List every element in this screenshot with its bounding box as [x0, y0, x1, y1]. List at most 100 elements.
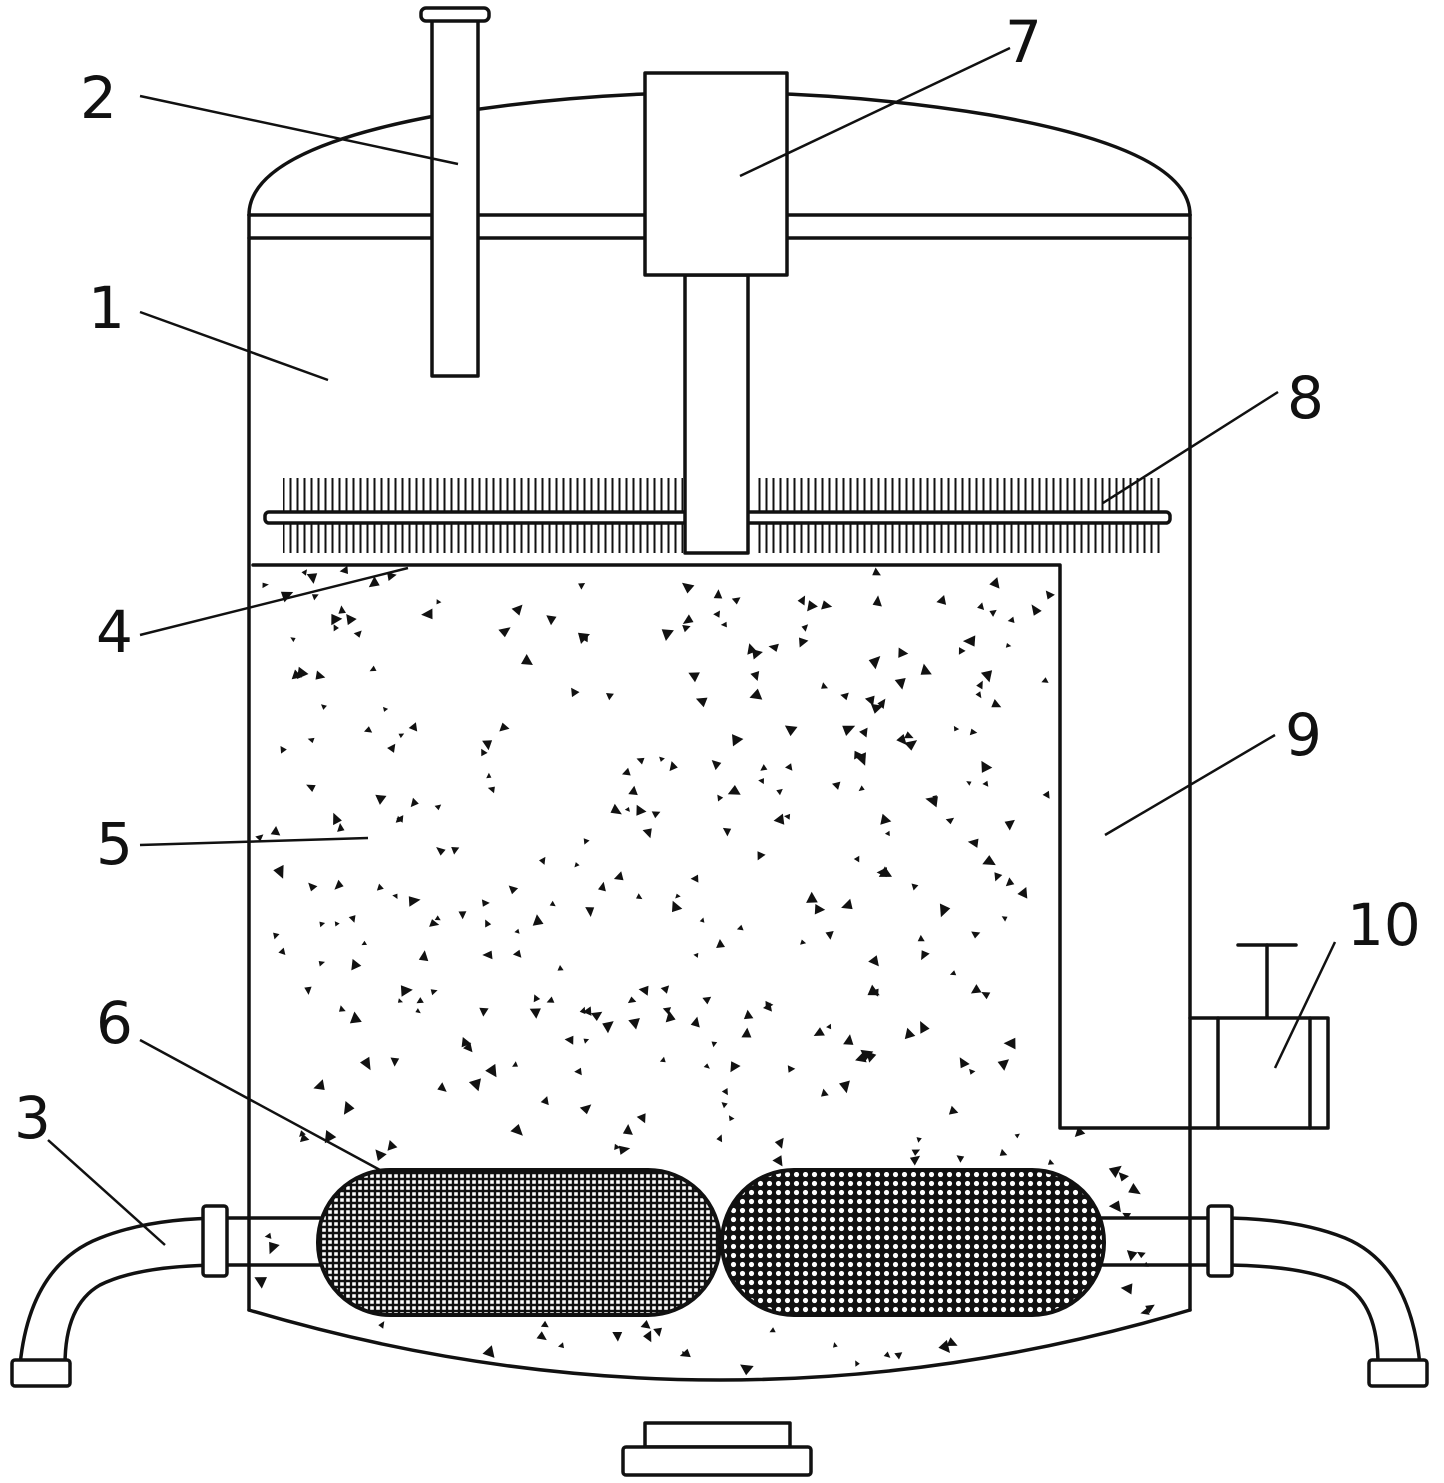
filler-particle: [636, 1113, 646, 1124]
filler-particle: [967, 838, 979, 848]
filler-particle: [338, 605, 346, 614]
filler-particle: [962, 635, 976, 647]
filler-particle: [436, 599, 442, 605]
filler-particle: [727, 785, 741, 795]
filler-particle: [571, 687, 580, 698]
filler-particle: [877, 698, 886, 709]
filler-particle: [564, 1035, 574, 1045]
filler-particle: [716, 939, 725, 948]
filler-particle: [672, 900, 683, 913]
filler-particle: [311, 594, 319, 601]
filler-particle: [1045, 590, 1055, 600]
filler-particle: [682, 614, 694, 624]
filler-particle: [278, 947, 286, 955]
filler-particle: [956, 1155, 965, 1163]
filler-particle: [896, 734, 907, 745]
filler-particle: [1145, 1304, 1155, 1314]
filler-particle: [482, 740, 493, 751]
filler-particle: [585, 907, 595, 917]
filler-particle: [659, 1056, 666, 1063]
filler-particle: [688, 672, 700, 683]
filler-particle: [270, 826, 281, 836]
filler-particle: [486, 772, 492, 779]
filler-particle: [416, 997, 424, 1004]
label-9: 9: [1285, 701, 1322, 769]
filler-particle: [821, 682, 828, 689]
filler-particle: [665, 1010, 676, 1023]
filler-particle: [628, 785, 638, 796]
filler-particle: [642, 828, 652, 839]
filler-particle: [1031, 604, 1042, 616]
filler-particle: [255, 834, 264, 842]
filler-particle: [337, 823, 345, 832]
filler-particle: [390, 1057, 400, 1067]
filler-particle: [833, 1342, 838, 1348]
label-8: 8: [1287, 364, 1324, 432]
filler-particle: [408, 896, 421, 907]
filler-particle: [529, 1008, 541, 1019]
filler-particle: [598, 881, 606, 892]
filler-particle: [911, 883, 919, 891]
filler-particle: [991, 699, 1002, 708]
filler-particle: [982, 780, 989, 787]
filler-particle: [348, 915, 356, 923]
filler-particle: [884, 830, 890, 837]
filler-particle: [343, 1101, 355, 1115]
filler-particle: [878, 866, 892, 877]
filler-particle: [1017, 887, 1028, 899]
filler-particle: [826, 1023, 832, 1030]
filler-particle: [695, 697, 708, 708]
filler-particle: [510, 1124, 523, 1136]
filler-particle: [843, 1034, 854, 1045]
filler-particle: [392, 893, 398, 899]
filler-particle: [768, 643, 779, 652]
filler-particle: [539, 856, 546, 865]
filler-particle: [721, 1102, 728, 1109]
filler-particle: [722, 827, 732, 837]
filler-particle: [602, 1021, 614, 1034]
filler-particle: [716, 1134, 723, 1143]
filler-particle: [383, 706, 389, 712]
filler-particle: [485, 1063, 497, 1078]
filler-particle: [916, 1137, 922, 1143]
filler-particle: [894, 1352, 903, 1360]
filler-particle: [982, 855, 996, 866]
label-7: 7: [1005, 8, 1042, 76]
filler-particle: [659, 756, 665, 762]
filler-particle: [975, 691, 982, 699]
filler-particle: [606, 693, 614, 701]
filler-particle: [638, 985, 649, 996]
filler-particle: [661, 629, 674, 641]
filler-particle: [945, 817, 955, 825]
filler-particle: [799, 637, 809, 648]
filler-particle: [540, 1096, 549, 1106]
filler-particle: [583, 838, 590, 845]
filler-particle: [536, 1331, 547, 1341]
filler-particle: [932, 795, 937, 801]
filler-particle: [825, 931, 834, 940]
filler-particle: [909, 1155, 921, 1166]
filler-particle: [839, 1080, 850, 1094]
filler-particle: [880, 813, 892, 825]
filler-particle: [1005, 877, 1015, 887]
filler-particle: [558, 1342, 564, 1349]
filler-particle: [574, 1067, 582, 1076]
filler-particle: [736, 924, 744, 931]
filler-particle: [306, 573, 318, 584]
filler-particle: [280, 746, 287, 754]
filler-particle: [690, 874, 699, 883]
filler-particle: [747, 643, 757, 655]
filler-particle: [376, 883, 384, 891]
filler-particle: [785, 763, 793, 771]
filler-particle: [772, 1155, 783, 1167]
filler-particle: [800, 939, 807, 945]
filler-particle: [499, 722, 510, 732]
filler-particle: [624, 807, 630, 812]
filler-particle: [590, 1011, 603, 1021]
filler-particle: [784, 813, 791, 820]
filler-particle: [936, 595, 947, 605]
leader-lines: [47, 46, 1337, 1246]
tank-body: [247, 90, 1192, 1382]
filler-particle: [418, 950, 429, 962]
filler-particle: [532, 914, 544, 926]
